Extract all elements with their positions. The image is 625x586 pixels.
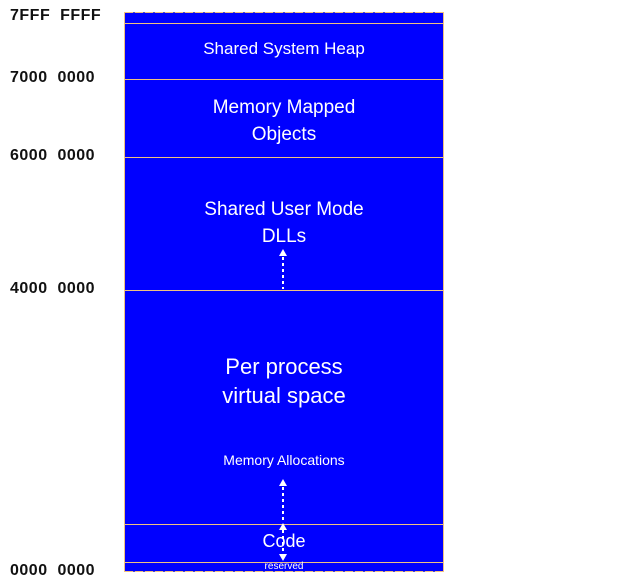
divider-60000000: [125, 157, 443, 158]
region-code: Code: [262, 531, 306, 551]
address-label-70000000: 7000 0000: [10, 69, 96, 86]
address-label-40000000: 4000 0000: [10, 280, 96, 297]
region-shared-system-heap: Shared System Heap: [203, 39, 365, 58]
memory-map: Shared System Heap Memory Mapped Objects…: [124, 12, 444, 572]
region-memory-allocations: Memory Allocations: [223, 452, 345, 468]
divider-reserved: [125, 562, 443, 563]
divider-70000000: [125, 79, 443, 80]
code-range-arrow-icon: [279, 523, 287, 561]
dll-growth-arrow-icon: [279, 249, 287, 289]
region-per-process-virtual-space: Per process virtual space: [222, 354, 346, 408]
address-label-60000000: 6000 0000: [10, 147, 96, 164]
region-memory-mapped-objects: Memory Mapped Objects: [212, 97, 356, 145]
allocation-growth-arrow-icon: [279, 479, 287, 523]
divider-top-strip: [125, 23, 443, 24]
region-reserved: reserved: [264, 561, 304, 572]
address-label-7fffffff: 7FFF FFFF: [10, 7, 102, 24]
region-shared-user-mode-dlls: Shared User Mode DLLs: [204, 199, 364, 247]
divider-40000000: [125, 290, 443, 291]
address-label-00000000: 0000 0000: [10, 562, 96, 579]
